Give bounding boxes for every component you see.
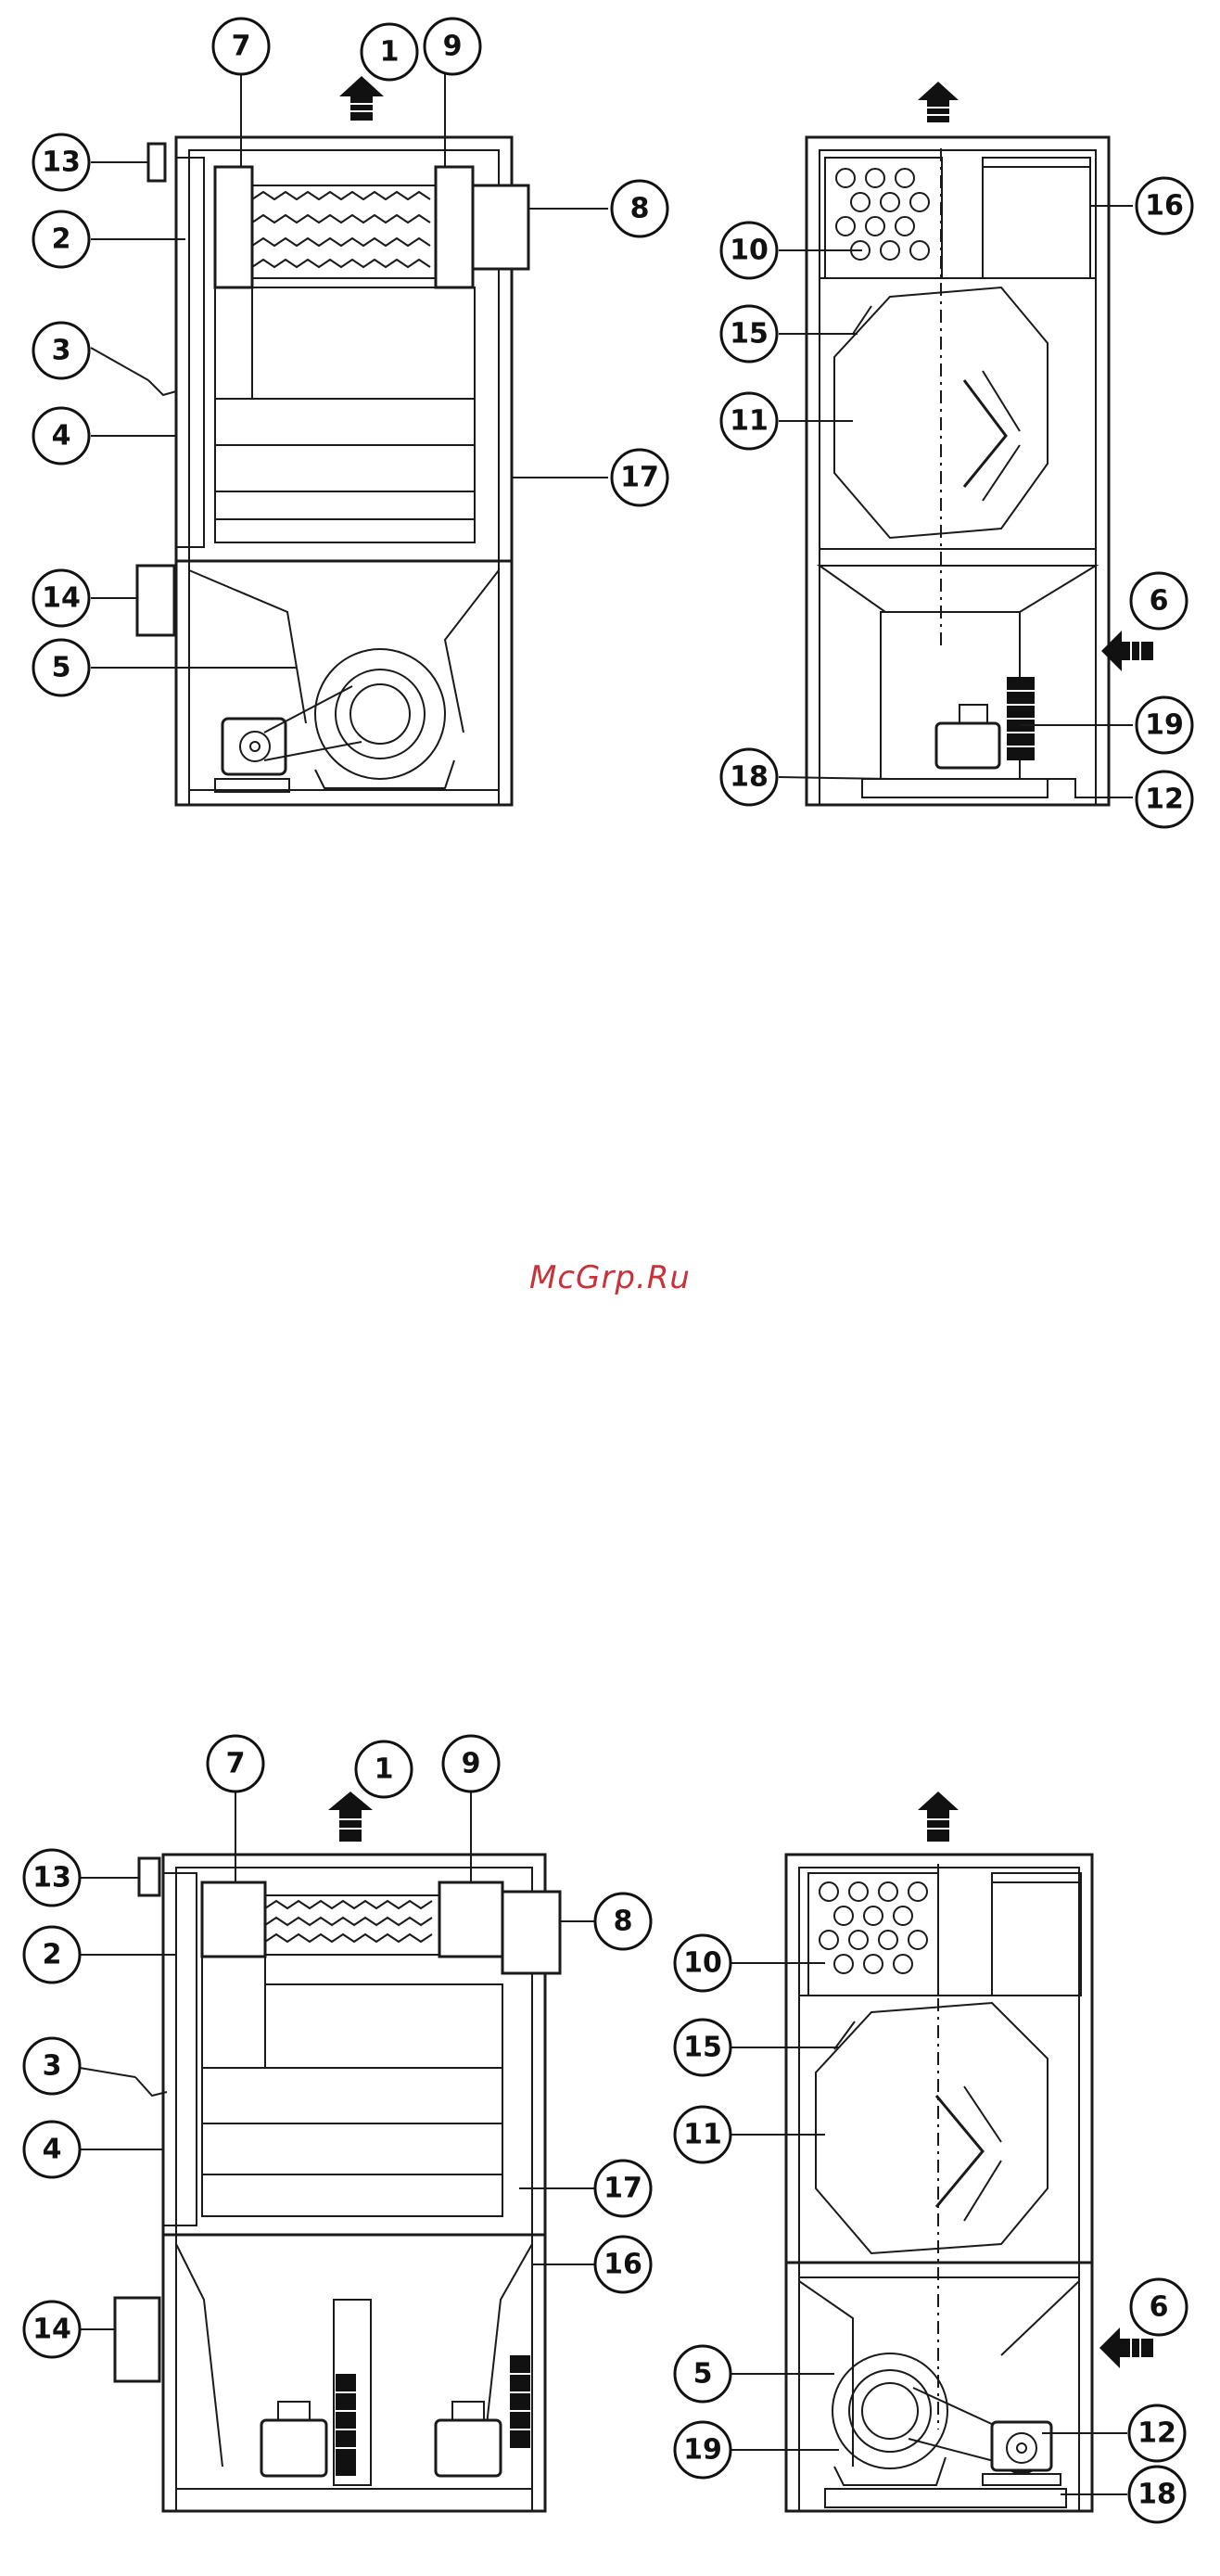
callout-14: 14 <box>24 2302 80 2357</box>
callout-9: 9 <box>443 1736 499 1792</box>
belt-pulley <box>510 2355 530 2448</box>
callout-label: 8 <box>614 1906 633 1938</box>
fan-motor <box>909 2388 1061 2485</box>
callout-13: 13 <box>24 1850 80 1906</box>
belt-pulley <box>1007 677 1035 760</box>
callout-label: 12 <box>1137 2417 1176 2450</box>
callout-1: 1 <box>356 1741 412 1797</box>
callout-label: 4 <box>43 2134 62 2166</box>
callout-16: 16 <box>595 2237 651 2292</box>
callout-8: 8 <box>595 1894 651 1949</box>
callout-4: 4 <box>24 2122 80 2177</box>
callout-label: 7 <box>226 1748 246 1780</box>
callout-18: 18 <box>1129 2467 1185 2522</box>
callout-label: 7 <box>232 31 251 63</box>
callout-label: 2 <box>43 1939 62 1971</box>
callout-4: 4 <box>33 408 89 464</box>
callout-label: 6 <box>1150 2291 1169 2324</box>
airflow-up-arrow <box>328 1792 373 1842</box>
callout-9: 9 <box>425 19 480 74</box>
callout-5: 5 <box>675 2346 731 2402</box>
callout-2: 2 <box>33 211 89 267</box>
callout-label: 13 <box>32 1862 71 1894</box>
callout-label: 14 <box>42 582 81 615</box>
callout-label: 6 <box>1150 585 1169 618</box>
callout-label: 1 <box>380 36 400 69</box>
callout-label: 2 <box>52 223 71 256</box>
callout-7: 7 <box>213 19 269 74</box>
callout-label: 14 <box>32 2314 71 2346</box>
callout-label: 3 <box>43 2050 62 2083</box>
callout-16: 16 <box>1137 178 1192 234</box>
callout-label: 11 <box>683 2119 722 2151</box>
callout-15: 15 <box>721 306 777 362</box>
callout-3: 3 <box>33 323 89 378</box>
callout-12: 12 <box>1137 772 1192 827</box>
callout-17: 17 <box>612 450 667 505</box>
callout-label: 17 <box>620 462 659 494</box>
callout-6: 6 <box>1131 2279 1187 2335</box>
unit-bottom-left <box>115 1792 560 2511</box>
callout-7: 7 <box>208 1736 263 1792</box>
unit-top-right <box>807 82 1153 805</box>
airflow-side-arrow <box>1099 2327 1153 2368</box>
callout-label: 19 <box>683 2434 722 2467</box>
callout-label: 15 <box>683 2032 722 2064</box>
callout-label: 8 <box>630 193 650 225</box>
callout-label: 9 <box>443 31 463 63</box>
callout-14: 14 <box>33 570 89 626</box>
callout-17: 17 <box>595 2161 651 2216</box>
callout-label: 12 <box>1145 784 1184 816</box>
callout-label: 11 <box>730 405 769 438</box>
watermark-text: McGrp.Ru <box>0 1259 1220 1296</box>
callout-label: 9 <box>462 1748 481 1780</box>
fan-motor <box>215 686 362 792</box>
callout-18: 18 <box>721 749 777 805</box>
heat-exchanger <box>215 167 528 287</box>
callout-label: 15 <box>730 318 769 351</box>
airflow-up-arrow <box>918 1792 959 1842</box>
callout-label: 16 <box>604 2249 642 2281</box>
callout-label: 17 <box>604 2173 642 2205</box>
callout-10: 10 <box>721 223 777 278</box>
callout-10: 10 <box>675 1935 731 1991</box>
callout-6: 6 <box>1131 573 1187 629</box>
callout-12: 12 <box>1129 2405 1185 2461</box>
callout-label: 13 <box>42 147 81 179</box>
airflow-up-arrow <box>339 76 384 121</box>
callout-label: 10 <box>730 235 769 267</box>
callout-11: 11 <box>721 393 777 449</box>
callout-label: 5 <box>693 2358 713 2391</box>
airflow-up-arrow <box>918 82 959 122</box>
coil-tubes <box>825 158 1090 278</box>
callout-5: 5 <box>33 640 89 695</box>
unit-bottom-right <box>786 1792 1153 2511</box>
unit-top-left <box>137 76 528 805</box>
fan-housing <box>315 649 454 788</box>
callout-19: 19 <box>675 2422 731 2478</box>
fan-motor <box>936 677 1035 768</box>
callout-label: 16 <box>1145 190 1184 223</box>
belt-pulley <box>336 2374 356 2476</box>
callout-2: 2 <box>24 1927 80 1983</box>
callout-19: 19 <box>1137 697 1192 753</box>
callout-label: 18 <box>730 761 769 794</box>
callout-label: 4 <box>52 420 71 453</box>
callout-label: 19 <box>1145 709 1184 742</box>
coil-tubes <box>808 1873 1081 1996</box>
callout-11: 11 <box>675 2107 731 2162</box>
fan-housing <box>832 2353 947 2485</box>
callout-label: 1 <box>375 1753 394 1786</box>
callout-1: 1 <box>362 24 417 80</box>
callout-label: 5 <box>52 652 71 684</box>
callout-8: 8 <box>612 181 667 236</box>
callout-3: 3 <box>24 2038 80 2094</box>
callout-label: 18 <box>1137 2479 1176 2511</box>
callout-label: 3 <box>52 335 71 367</box>
heat-exchanger <box>202 1882 560 1973</box>
fan-motor <box>261 2402 501 2476</box>
callout-13: 13 <box>33 134 89 190</box>
callout-label: 10 <box>683 1947 722 1980</box>
callout-15: 15 <box>675 2020 731 2075</box>
